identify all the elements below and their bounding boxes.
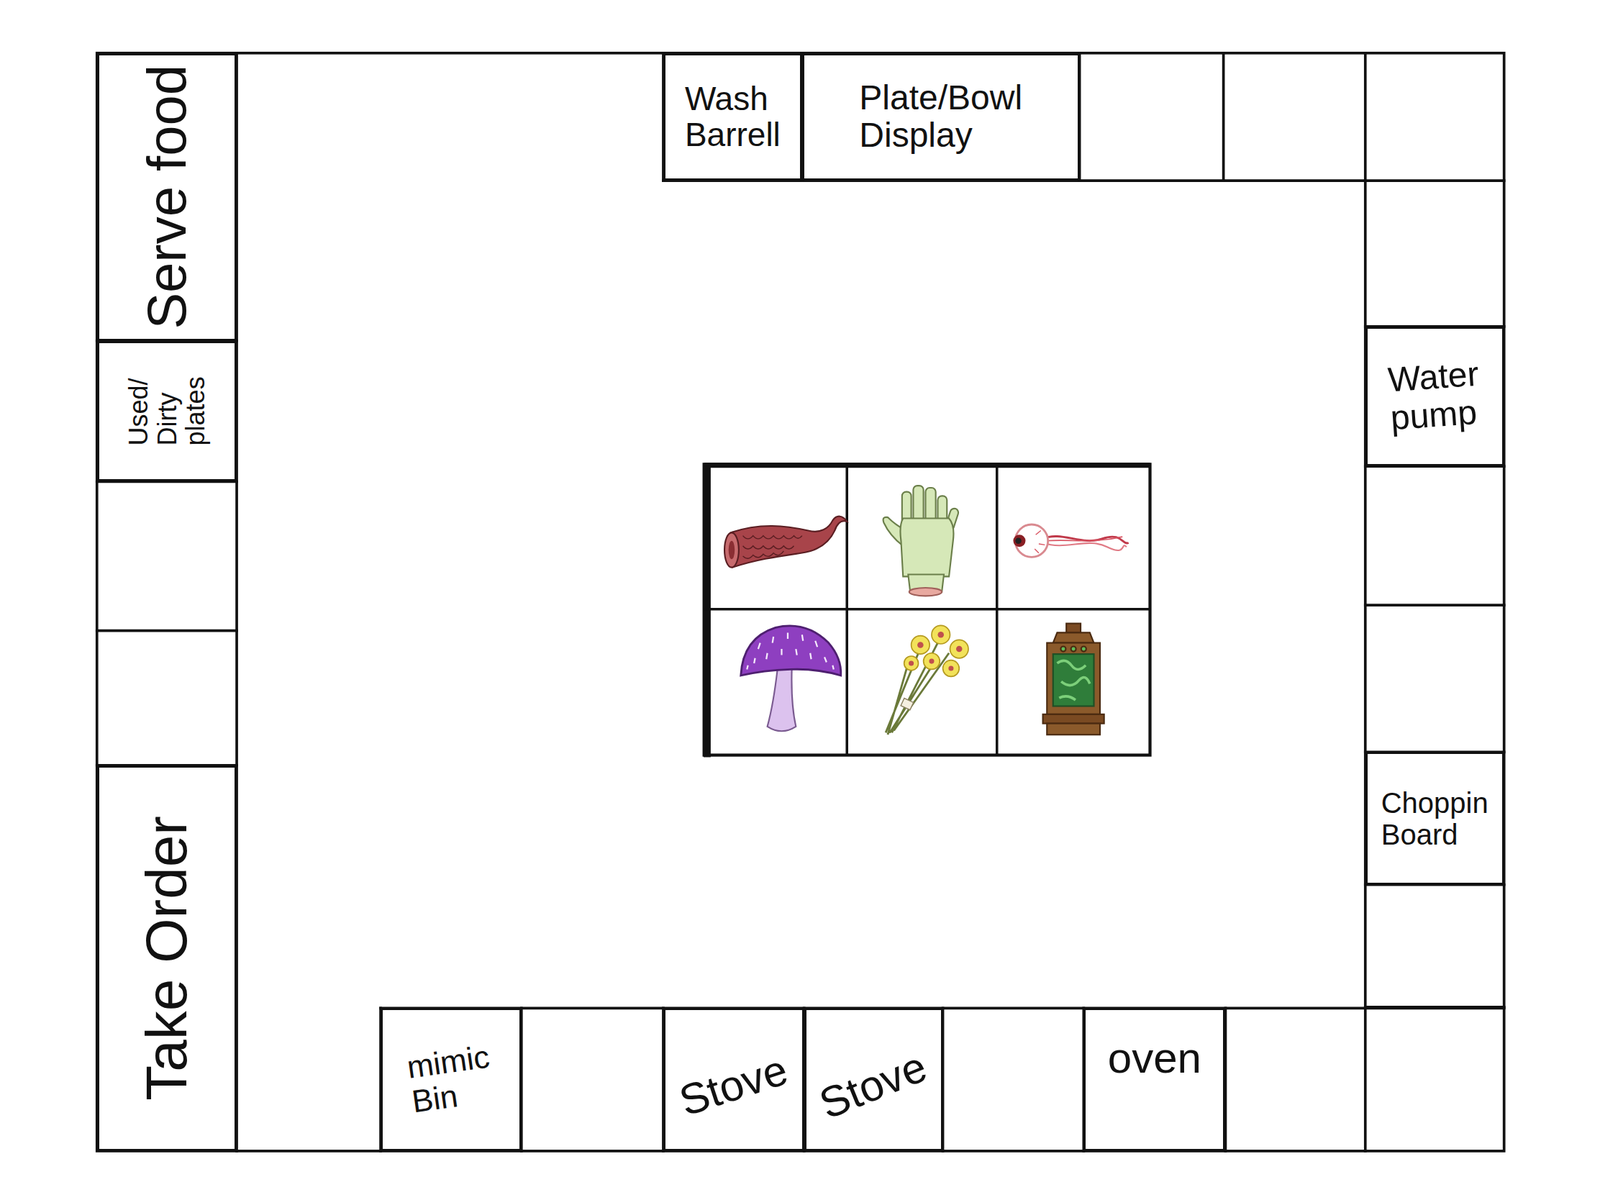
board-grid (97, 53, 1505, 1152)
eyeball-picture-part (1044, 536, 1123, 542)
tentacle-picture (724, 516, 847, 568)
station-label: Wash Barrell (684, 80, 781, 154)
station-cell: Stove (804, 1007, 944, 1152)
board-grid-part (97, 53, 1505, 1152)
ingredient-frame (704, 464, 1151, 757)
board-grid-part (663, 53, 1224, 181)
eyeball-picture-part (1034, 530, 1045, 554)
lantern-picture-part (1060, 646, 1066, 652)
ingredient-frame-part (704, 464, 1151, 755)
station-cell: Stove (663, 1007, 805, 1152)
hand-picture-part (900, 518, 954, 577)
lantern-picture-part (1043, 714, 1105, 724)
station-label: Take Order (135, 815, 199, 1101)
flower-picture-part (950, 639, 970, 659)
board-grid-part (1365, 326, 1505, 1008)
flower-picture-part (904, 656, 919, 671)
mushroom-picture (741, 625, 842, 731)
lantern-picture-part (1056, 660, 1090, 700)
board-grid-part (97, 341, 237, 766)
station-label: Stove (674, 1046, 794, 1126)
station-label: Used/ Dirty plates (124, 376, 211, 447)
eyeball-picture-part (1015, 524, 1048, 557)
station-label: Water pump (1387, 355, 1483, 438)
flower-picture-part (923, 653, 941, 670)
hand-picture-part (909, 587, 942, 596)
flower-picture (885, 625, 969, 735)
mushroom-picture-part (741, 625, 842, 676)
lantern-picture-part (1053, 632, 1095, 643)
mushroom-picture-part (746, 632, 834, 670)
flower-picture-part (956, 646, 963, 653)
tentacle-picture-part (728, 541, 736, 560)
ingredient-frame-part (703, 466, 711, 757)
station-cell: Water pump (1365, 326, 1505, 467)
hand-picture (883, 485, 960, 596)
board-grid-part (380, 1007, 1226, 1152)
flower-picture-part (928, 658, 934, 665)
eyeball-picture-part (1043, 543, 1127, 551)
lantern-picture (1043, 623, 1105, 736)
tentacle-picture-part (730, 516, 848, 568)
lantern-picture-part (1053, 653, 1095, 706)
flower-picture-part (911, 635, 931, 655)
tentacle-picture-part (743, 535, 803, 559)
station-cell: Serve food (97, 53, 237, 342)
eyeball-picture-part (1015, 537, 1022, 544)
lantern-picture-part (1066, 623, 1081, 634)
station-label: Serve food (136, 64, 198, 330)
tentacle-picture-part (724, 532, 739, 567)
station-label: oven (1107, 1034, 1202, 1083)
station-label: Plate/Bowl Display (858, 79, 1023, 156)
flower-picture-part (904, 625, 969, 677)
ingredient-frame-part (704, 464, 1151, 755)
ingredient-frame-part (704, 462, 1151, 468)
station-label: Stove (813, 1042, 934, 1129)
flower-picture-part (900, 698, 914, 711)
eyeball-picture (1012, 524, 1129, 557)
station-cell: Plate/Bowl Display (802, 53, 1080, 181)
flower-picture-part (937, 631, 944, 639)
station-cell: Choppin Board (1365, 751, 1505, 885)
flower-picture-part (948, 665, 954, 671)
station-label: Choppin Board (1381, 787, 1489, 851)
flower-picture-part (908, 660, 914, 666)
lantern-picture-part (1046, 723, 1100, 736)
station-cell: Wash Barrell (663, 53, 803, 181)
flower-picture-part (931, 625, 951, 644)
flower-picture-part (917, 641, 924, 649)
station-label: mimic Bin (405, 1039, 497, 1121)
lantern-picture-part (1046, 643, 1100, 715)
board-grid-part (1364, 53, 1367, 1152)
station-cell: oven (1083, 1007, 1226, 1152)
station-cell: mimic Bin (380, 1007, 522, 1152)
eyeball-picture-part (1012, 534, 1026, 547)
flower-picture-part (908, 631, 962, 672)
flower-picture-part (943, 660, 960, 677)
lantern-picture-part (1081, 646, 1087, 652)
station-cell: Take Order (97, 765, 237, 1152)
station-cell: Used/ Dirty plates (97, 341, 237, 483)
mushroom-picture-part (767, 668, 797, 731)
lantern-picture-part (1071, 646, 1077, 652)
eyeball-picture-part (1043, 535, 1129, 544)
